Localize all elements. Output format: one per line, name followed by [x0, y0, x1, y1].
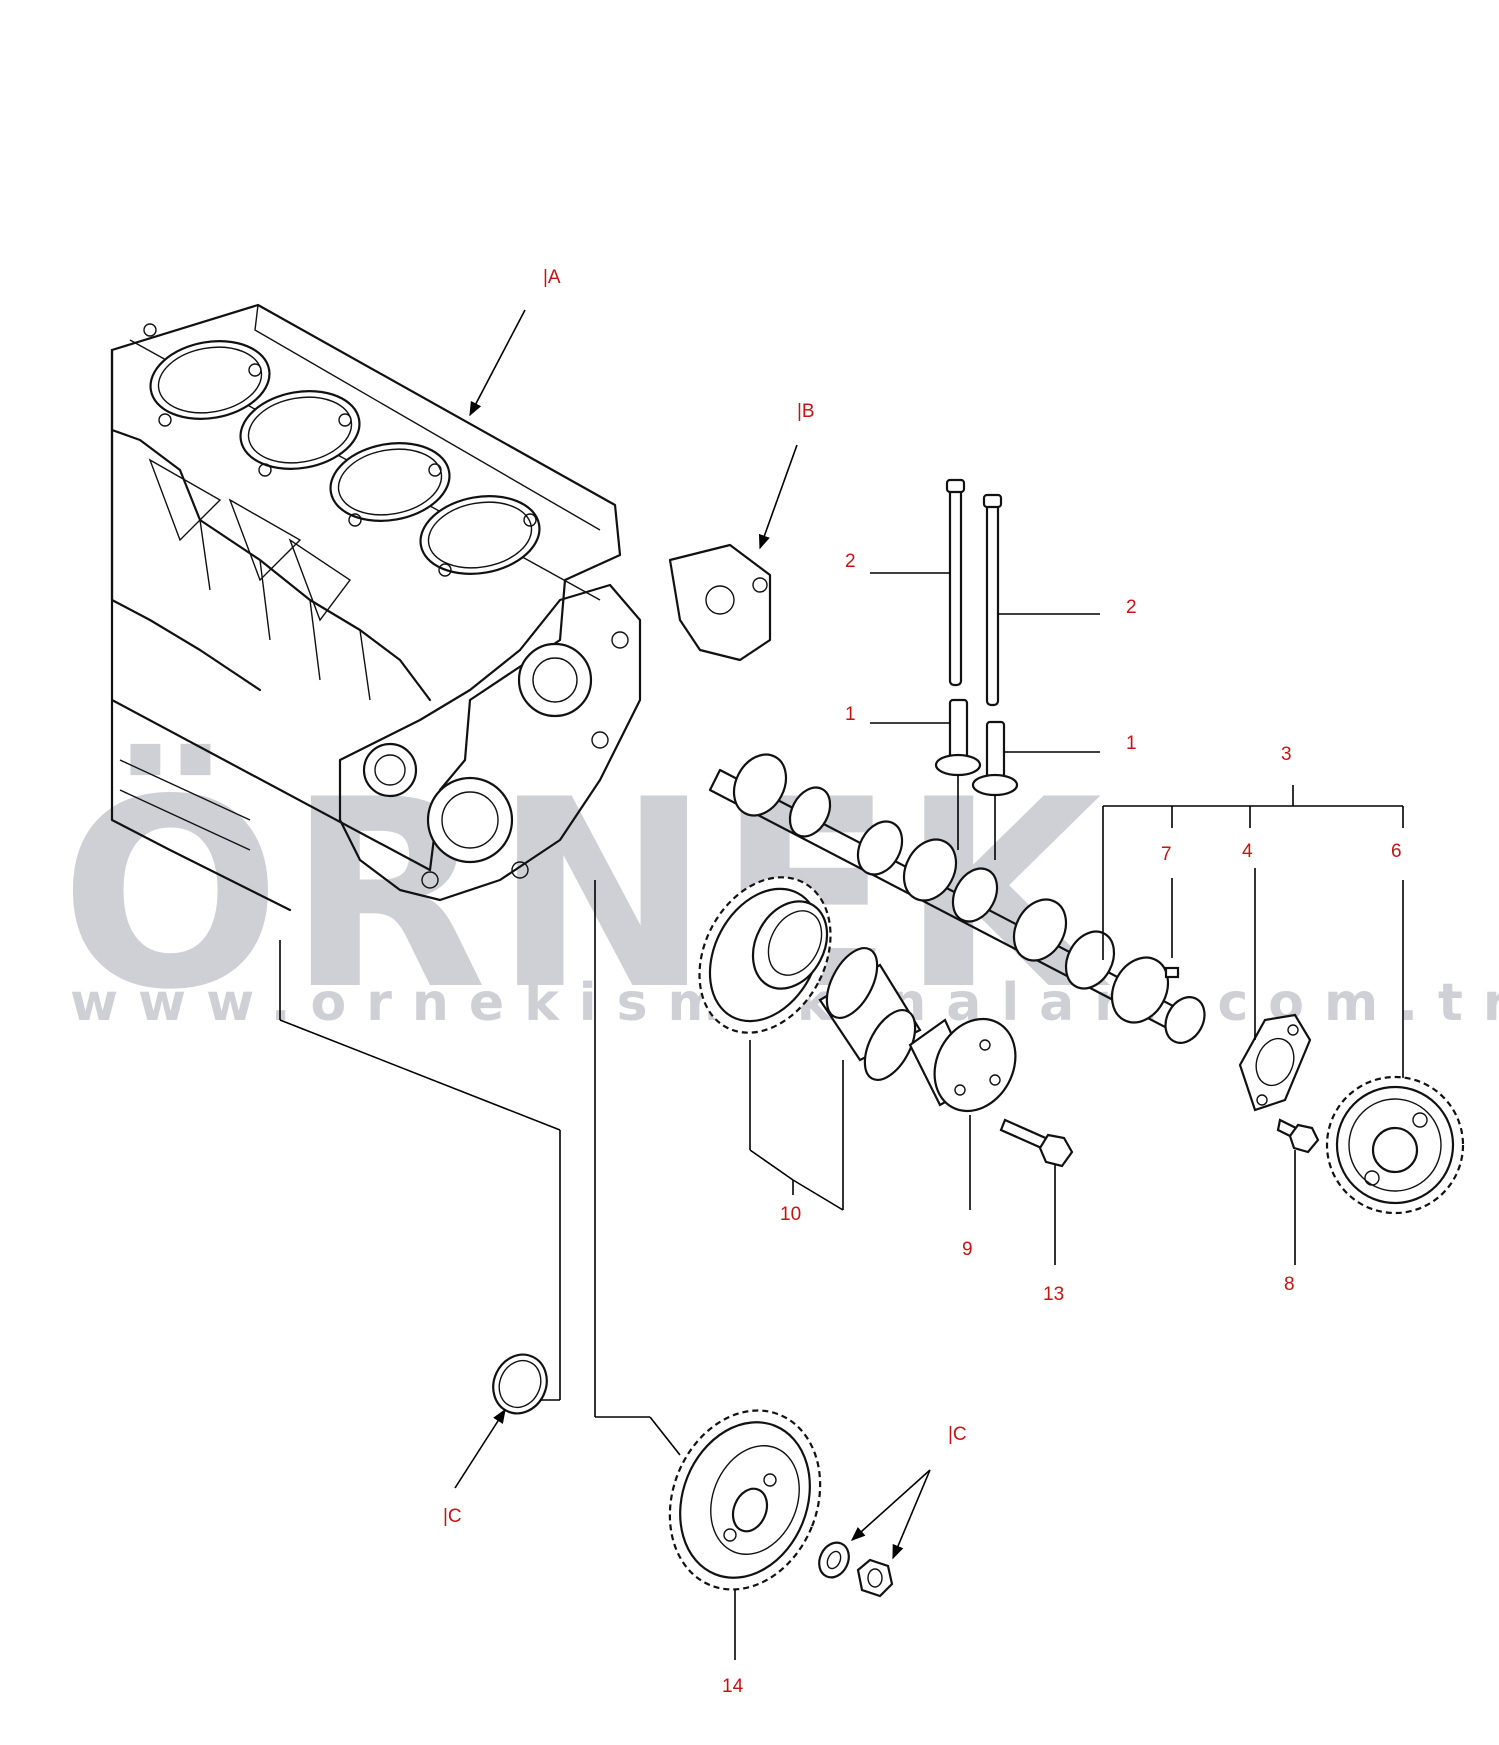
callout-3-bracket: [1102, 785, 1404, 960]
callout-2-right: 2: [1126, 597, 1137, 618]
idler-shaft: [908, 1017, 1017, 1113]
idler-gear: [698, 876, 832, 1034]
camshaft-gear: [1325, 1075, 1465, 1215]
callout-3: 3: [1281, 744, 1292, 765]
callout-4: 4: [1242, 841, 1253, 862]
lock-washer: [818, 1541, 850, 1579]
crankshaft-gear: [668, 1409, 822, 1591]
ref-c-left-label: |C: [443, 1506, 462, 1527]
tappet-left: [934, 698, 982, 777]
callout-1-right: 1: [1126, 733, 1137, 754]
callout-8: 8: [1284, 1274, 1295, 1295]
callout-13: 13: [1043, 1284, 1064, 1305]
tappet-right: [971, 720, 1019, 797]
thrust-plate: [1238, 1013, 1312, 1112]
ref-c-right-callout: |C: [850, 1424, 967, 1560]
ref-c-left-callout: |C: [443, 1408, 506, 1527]
nut: [856, 1558, 894, 1598]
ref-b-callout: |B: [758, 401, 815, 550]
ref-a-callout: |A: [469, 267, 561, 417]
callout-6: 6: [1391, 841, 1402, 862]
push-rod-right: [982, 493, 1003, 707]
callout-14: 14: [722, 1676, 744, 1697]
ref-c-right-label: |C: [948, 1424, 967, 1445]
ref-a-label: |A: [543, 267, 561, 288]
o-ring: [492, 1353, 548, 1415]
engine-block: [110, 303, 772, 912]
callout-1-left: 1: [845, 704, 856, 725]
ref-b-label: |B: [797, 401, 815, 422]
idler-bushing: [818, 947, 922, 1081]
bolt-13: [999, 1118, 1074, 1168]
callout-7: 7: [1161, 844, 1172, 865]
camshaft: [708, 753, 1206, 1044]
push-rod-left: [945, 478, 966, 687]
woodruff-key: [1164, 966, 1180, 979]
callout-9: 9: [962, 1239, 973, 1260]
bolt-8: [1276, 1118, 1320, 1154]
callout-2-left: 2: [845, 551, 856, 572]
callout-10: 10: [780, 1204, 801, 1225]
